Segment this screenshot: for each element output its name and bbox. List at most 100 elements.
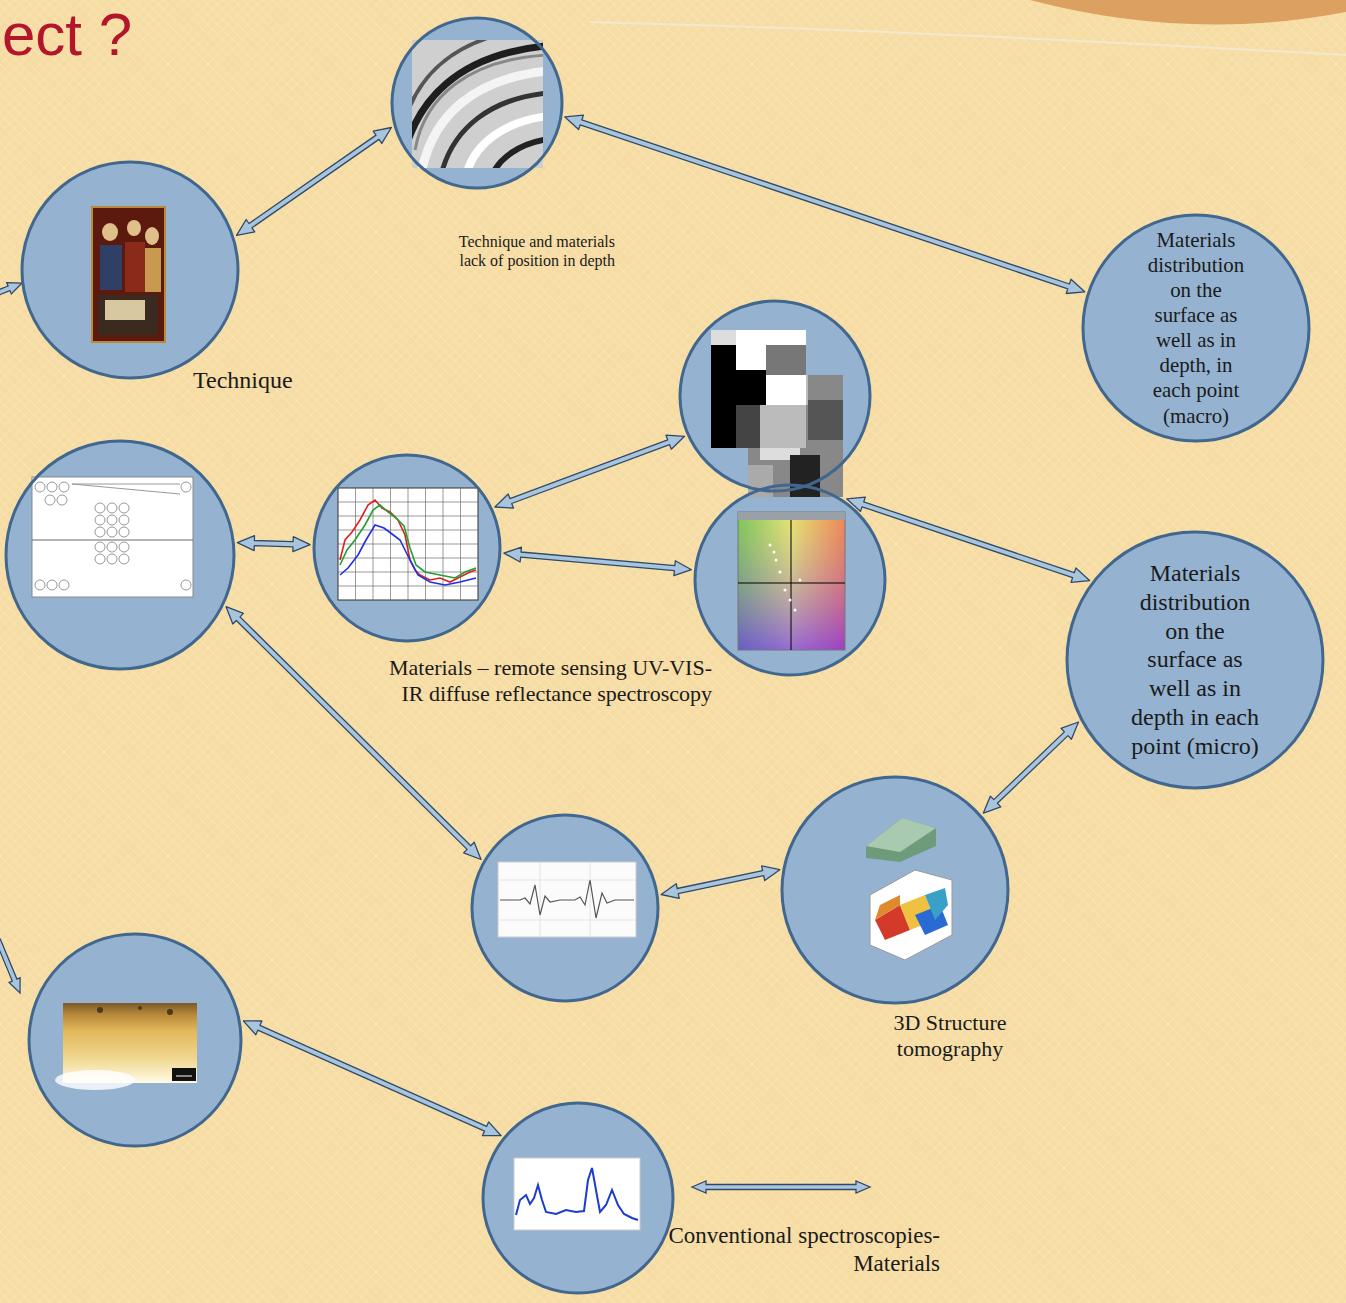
circle-node: 3D Structure tomography (780, 775, 1010, 1005)
waveform-image (590, 862, 591, 937)
tomography-images (866, 818, 936, 852)
table-image (95, 503, 105, 513)
scatter-plot (773, 551, 776, 554)
waveform-image (498, 862, 636, 937)
reflectance-chart (338, 488, 478, 600)
segmentation-map (736, 370, 766, 405)
circle-outline (1067, 532, 1323, 788)
segmentation-map (736, 405, 760, 448)
node-caption: Materials – remote sensing UV-VIS-IR dif… (377, 655, 712, 708)
decorative-arrow (0, 283, 870, 1193)
segmentation-map (790, 455, 820, 497)
circle-outline (1083, 215, 1309, 441)
reflectance-chart (338, 502, 478, 503)
table-image (95, 554, 105, 564)
table-image (95, 527, 105, 537)
icon-painting (92, 207, 165, 342)
table-image (32, 477, 193, 597)
circle-node: Materials – remote sensing UV-VIS-IR dif… (312, 453, 502, 643)
scatter-plot (794, 609, 797, 612)
circle-outline (314, 455, 500, 641)
double-arrow (565, 115, 1085, 293)
circle-outline (312, 453, 502, 643)
reflectance-chart (340, 525, 476, 585)
tomography-images (925, 888, 948, 920)
circle-fill (29, 934, 241, 1146)
circle-fill (1067, 532, 1323, 788)
circle-node (4, 439, 236, 671)
circle-outline (6, 441, 234, 669)
icon-painting (105, 300, 145, 320)
slide-title: ect ? (2, 0, 132, 69)
circle-outline (481, 1101, 675, 1295)
table-image (59, 482, 69, 492)
circle-outline (780, 775, 1010, 1005)
spectrum-plot (516, 1168, 638, 1220)
tomography-images (875, 895, 900, 920)
icon-painting (100, 245, 122, 290)
segmentation-map (808, 400, 843, 440)
cross-section-photo (97, 1007, 103, 1013)
circle-outline (470, 813, 660, 1003)
waveform-image (500, 880, 634, 918)
circle-outline (678, 299, 872, 493)
scatter-plot (769, 544, 802, 612)
waveform-image (540, 862, 541, 937)
circle-outline (693, 483, 887, 677)
circle-outline (29, 934, 241, 1146)
segmentation-map (760, 405, 806, 448)
icon-painting (145, 248, 161, 292)
icon-painting (102, 223, 118, 241)
circle-node: Conventional spectroscopies- Materials (481, 1101, 675, 1295)
circle-fill (392, 18, 562, 188)
circle-node (693, 483, 887, 677)
node-caption: Technique and materials lack of position… (440, 232, 615, 270)
table-image (119, 527, 129, 537)
table-image (119, 554, 129, 564)
waveform-image (498, 880, 636, 881)
reflectance-chart (338, 488, 478, 600)
table-image (181, 580, 191, 590)
circle-fill (782, 777, 1008, 1003)
table-image (45, 495, 55, 505)
double-arrow (243, 1021, 501, 1136)
circle-node: Materials distribution on the surface as… (1065, 530, 1325, 790)
cross-section-photo (167, 1009, 173, 1015)
cross-section-photo (55, 1003, 197, 1090)
icon-painting (127, 220, 141, 236)
table-image (57, 495, 67, 505)
circle-outline (392, 18, 562, 188)
node-label: Materials distribution on the surface as… (1130, 559, 1260, 761)
table-image (95, 515, 105, 525)
double-arrow (226, 607, 481, 860)
circle-outline (680, 301, 870, 491)
scatter-plot (789, 599, 792, 602)
circle-fill (22, 162, 238, 378)
reflectance-chart (338, 586, 478, 587)
decorative-arrow (692, 1181, 870, 1193)
reflectance-chart (338, 530, 478, 531)
waveform-image (498, 862, 636, 937)
icon-painting (92, 207, 165, 342)
reflectance-chart (338, 516, 478, 517)
double-arrow (237, 128, 392, 236)
scatter-plot (738, 583, 845, 584)
scatter-plot (738, 512, 845, 650)
double-arrow (983, 722, 1078, 813)
table-image (72, 484, 180, 485)
swirl-image (440, 92, 543, 168)
icon-painting (98, 295, 158, 335)
decorative-arrow (0, 939, 20, 993)
table-image (119, 503, 129, 513)
circle-fill (483, 1103, 673, 1293)
circle-outline (483, 1103, 673, 1293)
swirl-image (412, 40, 543, 168)
tomography-images (866, 818, 952, 960)
table-image (47, 580, 57, 590)
table-image (35, 580, 45, 590)
table-image (95, 542, 105, 552)
circle-fill (6, 441, 234, 669)
